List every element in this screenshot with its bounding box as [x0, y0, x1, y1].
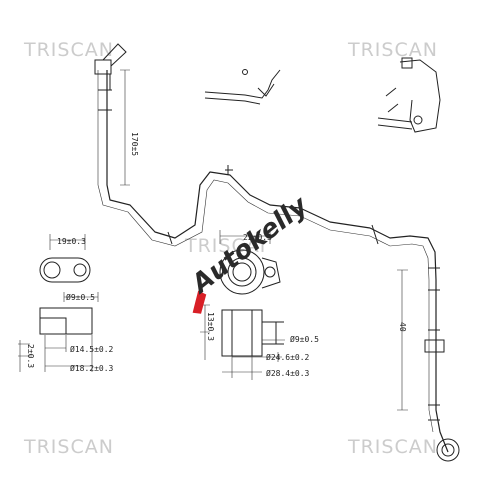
- watermark-top-left: TRISCAN: [23, 39, 114, 61]
- dim-thick-left-label: 2±0.3: [26, 344, 35, 368]
- dim-13-label: 13±0.3: [206, 312, 215, 341]
- watermark-bottom-left: TRISCAN: [23, 436, 114, 458]
- watermark-top-right: TRISCAN: [347, 39, 438, 61]
- bottom-ring: [436, 438, 460, 462]
- logo-red-mark: [192, 290, 207, 314]
- top-center-fitting: [204, 69, 281, 105]
- dim-28-label: Ø28.4±0.3: [266, 368, 310, 378]
- dim-22-label: 22±0.3: [243, 233, 272, 242]
- dim-40-label: 40: [398, 322, 407, 332]
- dim-19-label: 19±0.3: [57, 237, 86, 246]
- dim-bore-small-label: Ø9±0.5: [66, 292, 95, 302]
- main-hose: [94, 43, 460, 462]
- dim-170-label: 170±5: [130, 132, 139, 156]
- watermark-bottom-right: TRISCAN: [347, 436, 438, 458]
- left-detail: 19±0.3 Ø9±0.5 2±0.3 Ø14.5±0.2 Ø18.2±0.3: [18, 234, 114, 373]
- watermark-center: TRISCAN: [184, 235, 275, 257]
- dim-height-170: 170±5: [120, 69, 139, 186]
- dim-length-40: 40: [397, 269, 408, 411]
- dim-18-label: Ø18.2±0.3: [70, 363, 114, 373]
- center-detail: 22±0.3 13±0.3 Ø9±0.5 Ø24.6±0.2 Ø28.4±0.3: [200, 230, 319, 380]
- dim-24-label: Ø24.6±0.2: [266, 352, 310, 362]
- dim-14-label: Ø14.5±0.2: [70, 344, 114, 354]
- top-right-fitting: [377, 57, 441, 133]
- dim-bore-center-label: Ø9±0.5: [290, 334, 319, 344]
